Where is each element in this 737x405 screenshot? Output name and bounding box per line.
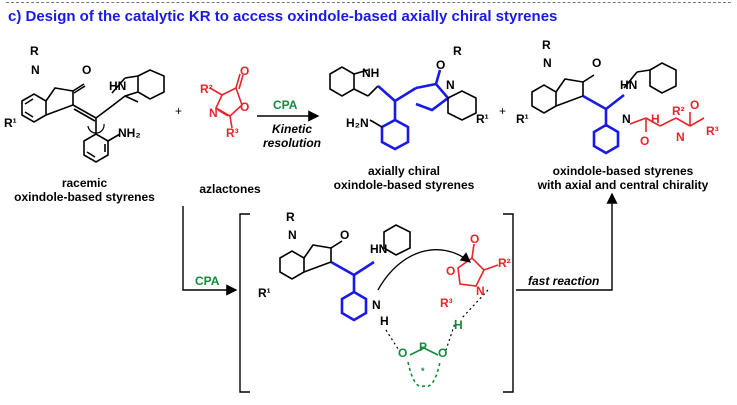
atom-H2N: H₂N	[346, 116, 369, 130]
atom-R2-tr: R²	[672, 104, 685, 118]
atom-R1: R¹	[4, 116, 17, 130]
atom-O-tr3: O	[640, 134, 650, 148]
racemic-styrene-structure	[21, 69, 165, 163]
atom-R3-ts: R³	[440, 296, 453, 310]
atom-O-p2: O	[438, 346, 448, 360]
axially-label-line2: oxindole-based styrenes	[333, 178, 475, 192]
atom-R1-prod: R¹	[476, 112, 489, 126]
product-label-line2: with axial and central chirality	[537, 178, 709, 192]
atom-O-p1: O	[398, 346, 408, 360]
atom-N-ts: N	[288, 228, 297, 242]
atom-HN-tr: HN	[620, 78, 638, 92]
axial-central-label: oxindole-based styrenes with axial and c…	[528, 164, 718, 192]
plus-sign-1: +	[175, 104, 183, 118]
atom-N: N	[31, 63, 40, 77]
phosphoric-acid-fragment	[407, 347, 441, 388]
atom-P: P	[419, 340, 428, 354]
atom-R-ts: R	[286, 210, 295, 224]
atom-NH-tr: N	[622, 112, 631, 126]
atom-HN: HN	[109, 79, 127, 93]
atom-H-ts2: H	[454, 318, 463, 332]
atom-O-ts2: O	[470, 232, 480, 246]
atom-O-tr: O	[592, 56, 602, 70]
atom-H-ts: H	[380, 314, 389, 328]
atom-N-prod: N	[446, 78, 455, 92]
atom-HN-ts: HN	[370, 242, 388, 256]
cpa-top-label: CPA	[273, 98, 298, 112]
scheme-title: c) Design of the catalytic KR to access …	[8, 8, 558, 25]
cpa-path-arrow	[182, 206, 238, 296]
product-label-line1: oxindole-based styrenes	[552, 164, 694, 178]
atom-NH-tr2: N	[676, 130, 685, 144]
atom-R-tr: R	[542, 38, 551, 52]
atom-O-azl: O	[240, 64, 250, 78]
axially-chiral-label: axially chiral oxindole-based styrenes	[330, 164, 478, 192]
atom-R1-tr: R¹	[516, 112, 529, 126]
atom-O-ts: O	[340, 228, 350, 242]
chiral-star: *	[421, 366, 425, 376]
atom-R: R	[30, 44, 39, 58]
atom-NH: NH	[362, 66, 380, 80]
kinetic-resolution-label: Kinetic resolution	[262, 122, 322, 150]
cpa-bottom-label: CPA	[195, 274, 220, 288]
azlactones-label: azlactones	[199, 182, 261, 196]
atom-N-azl: N	[209, 106, 218, 120]
atom-O-prod: O	[436, 58, 446, 72]
atom-R3-tr: R³	[706, 124, 719, 138]
axial-central-chiral-product-structure	[531, 62, 677, 114]
atom-N-ts2: N	[372, 298, 381, 312]
racemic-label-line1: racemic	[61, 176, 108, 190]
transition-state-brackets	[239, 213, 514, 393]
atom-R1-ts: R¹	[258, 286, 271, 300]
fast-reaction-label: fast reaction	[528, 274, 600, 288]
fast-reaction-arrow	[516, 192, 618, 291]
atom-NH2: NH₂	[118, 126, 141, 140]
transition-state-structure	[279, 224, 411, 280]
racemic-label-line2: oxindole-based styrenes	[14, 190, 155, 204]
atom-O2-azl: O	[240, 100, 250, 114]
nucleophilic-attack-arrow	[377, 249, 472, 291]
racemic-label: racemic oxindole-based styrenes	[12, 176, 157, 204]
axially-label-line1: axially chiral	[367, 164, 441, 178]
atom-N-ts3: N	[476, 284, 485, 298]
kinetic-label-line1: Kinetic	[271, 122, 312, 136]
plus-sign-2: +	[499, 104, 507, 118]
atom-O-tr2: O	[690, 98, 700, 112]
kinetic-label-line2: resolution	[262, 136, 321, 150]
azlactone-structure	[209, 73, 244, 129]
atom-R3-azl: R³	[226, 126, 239, 140]
top-dashed-rule	[6, 2, 731, 3]
axially-chiral-styrene-structure	[329, 66, 379, 97]
atom-N-tr: N	[543, 56, 552, 70]
atom-R2-azl: R²	[200, 82, 213, 96]
atom-O: O	[82, 63, 92, 77]
atom-R2-ts: R²	[498, 256, 511, 270]
atom-R-prod: R	[453, 44, 462, 58]
atom-O-ts3: O	[446, 264, 456, 278]
atom-H-tr: H	[651, 112, 660, 126]
